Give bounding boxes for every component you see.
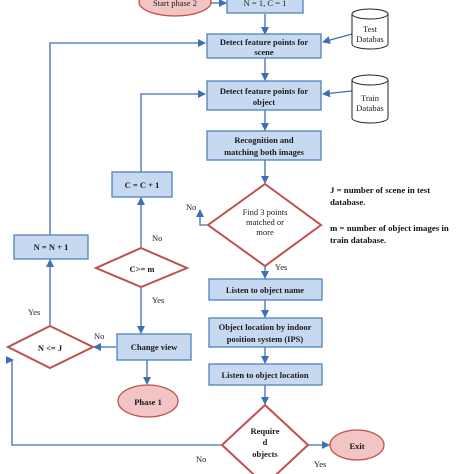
recognition-label-1: Recognition and [234,135,294,145]
detect-scene-label-1: Detect feature points for [220,37,309,47]
find-points-label-1: Find 3 points [243,207,288,217]
n-check-decision: N <= J [5,324,96,370]
edge-traindb-detect-object [322,89,353,98]
find-points-yes-label: Yes [275,262,287,272]
edge-testdb-detect-scene [322,33,353,44]
c-check-no-label: No [152,233,162,243]
edge-required-no [6,356,222,446]
n-check-no-label: No [94,331,104,341]
find-points-label-3: more [256,227,274,237]
detect-scene-node: Detect feature points for scene [206,33,322,59]
start-node: Start phase 2 [138,0,212,17]
detect-object-node: Detect feature points for object [206,80,322,111]
phase1-label: Phase 1 [134,397,162,407]
required-yes-label: Yes [314,459,326,469]
legend-m-line-2: train database. [330,235,386,245]
find-points-label-2: matched or [246,217,284,227]
edge-c-increment-loop [140,90,206,172]
recognition-label-2: matching both images [224,147,305,157]
legend-j-line-1: J = number of scene in test [330,185,430,195]
recognition-node: Recognition and matching both images [206,130,322,161]
init-label: N = 1, C = 1 [244,0,287,8]
required-no-label: No [196,454,206,464]
legend-m-line-1: m = number of object images in [330,223,449,233]
required-label-3: objects [252,449,278,459]
legend: J = number of scene in test database. m … [330,185,449,245]
edge-labels: No Yes No Yes Yes No No Yes [28,202,326,469]
location-label-2: position system (IPS) [227,334,304,344]
change-view-label: Change view [131,342,178,352]
find-points-decision: Find 3 points matched or more [206,182,323,268]
listen-location-node: Listen to object location [208,363,323,386]
required-label-2: d [263,437,268,447]
detect-object-label-2: object [253,97,275,107]
c-check-label: C>= m [129,264,154,274]
n-check-yes-label: Yes [28,307,40,317]
test-database: Test Databas [351,8,389,50]
edge-find-points-no [196,209,207,226]
location-node: Object location by indoor position syste… [208,317,323,348]
start-label: Start phase 2 [153,0,197,8]
listen-name-label: Listen to object name [226,285,304,295]
test-db-label-1: Test [363,24,378,34]
train-db-label-2: Databas [356,103,383,113]
listen-location-label: Listen to object location [221,370,308,380]
required-label-1: Require [250,426,279,436]
listen-name-node: Listen to object name [208,278,323,301]
phase1-node: Phase 1 [117,384,179,418]
c-check-yes-label: Yes [152,295,164,305]
train-database: Train Databas [351,74,389,124]
exit-label: Exit [349,441,364,451]
edge-n-increment-loop [49,39,206,235]
detect-object-label-1: Detect feature points for [220,86,309,96]
required-decision: Require d objects [220,403,310,474]
n-increment-label: N = N + 1 [34,242,69,252]
edges [6,0,353,449]
train-db-label-1: Train [361,93,380,103]
test-db-label-2: Databas [356,34,383,44]
exit-node: Exit [329,429,385,461]
legend-j-line-2: database. [330,197,365,207]
change-view-node: Change view [116,333,192,361]
location-label-1: Object location by indoor [219,322,312,332]
find-points-no-label: No [186,202,196,212]
n-increment-node: N = N + 1 [13,234,89,260]
c-increment-node: C = C + 1 [111,171,173,198]
init-node: N = 1, C = 1 [226,0,304,14]
c-increment-label: C = C + 1 [125,180,160,190]
n-check-label: N <= J [38,343,63,353]
c-check-decision: C>= m [93,246,190,289]
detect-scene-label-2: scene [254,47,274,57]
